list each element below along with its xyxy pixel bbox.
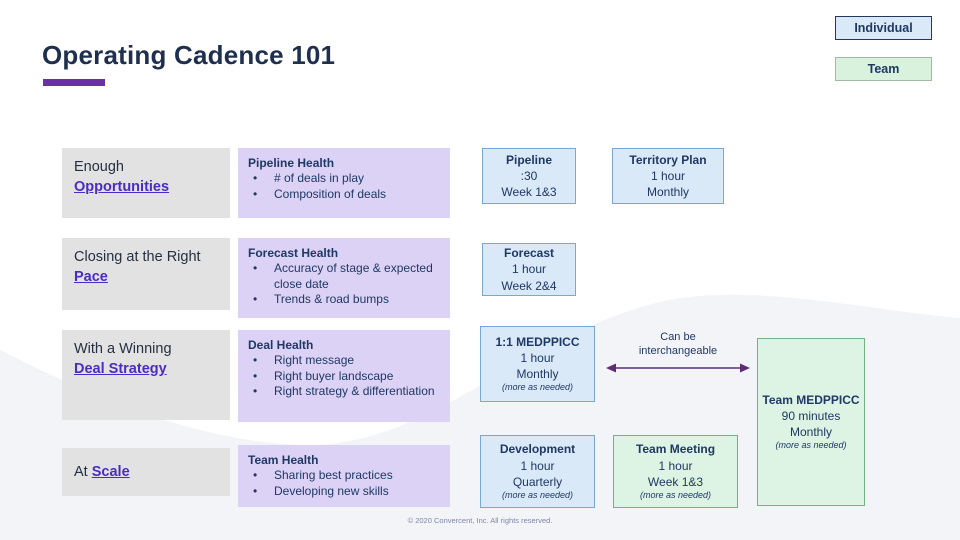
health-bullet: Sharing best practices <box>248 468 440 484</box>
meeting-box-1-1-medppicc: 1:1 MEDPPICC 1 hour Monthly (more as nee… <box>480 326 595 402</box>
goal-link-deal-strategy[interactable]: Deal Strategy <box>74 361 167 378</box>
goal-text: With a Winning <box>74 341 172 357</box>
meeting-line: :30 <box>520 168 538 183</box>
health-title: Forecast Health <box>248 246 339 260</box>
health-bullet: Right strategy & differentiation <box>248 384 440 400</box>
meeting-title: Pipeline <box>505 152 552 167</box>
meeting-title: Development <box>499 442 576 457</box>
meeting-box-forecast: Forecast 1 hour Week 2&4 <box>482 243 576 296</box>
footer-copyright: © 2020 Convercent, Inc. All rights reser… <box>407 516 553 525</box>
meeting-title: Forecast <box>503 246 555 261</box>
goal-link-scale[interactable]: Scale <box>91 463 130 480</box>
health-bullet: Right message <box>248 353 440 369</box>
meeting-note: (more as needed) <box>775 440 847 451</box>
meeting-title: Territory Plan <box>629 152 707 167</box>
interchangeable-label: Can be interchangeable <box>608 330 748 359</box>
legend-team: Team <box>835 57 932 81</box>
meeting-line: 1 hour <box>520 351 555 366</box>
meeting-box-team-meeting: Team Meeting 1 hour Week 1&3 (more as ne… <box>613 435 738 508</box>
meeting-box-team-medppicc: Team MEDPPICC 90 minutes Monthly (more a… <box>757 338 865 506</box>
meeting-title: Team MEDPPICC <box>762 392 860 407</box>
goal-text: Closing at the Right <box>74 249 201 265</box>
health-title: Deal Health <box>248 338 314 352</box>
legend-individual-label: Individual <box>854 21 913 35</box>
health-bullet: Trends & road bumps <box>248 292 440 308</box>
double-arrow-icon <box>606 363 750 373</box>
health-bullet: Composition of deals <box>248 187 440 203</box>
meeting-box-territory-plan: Territory Plan 1 hour Monthly <box>612 148 724 204</box>
meeting-line: Week 1&3 <box>501 185 557 200</box>
meeting-line: 1 hour <box>658 458 693 473</box>
goal-link-pace[interactable]: Pace <box>74 269 108 286</box>
meeting-title: Team Meeting <box>635 442 716 457</box>
legend-team-label: Team <box>867 62 900 76</box>
meeting-line: Monthly <box>646 185 690 200</box>
title-underline <box>43 79 105 86</box>
goal-link-opportunities[interactable]: Opportunities <box>74 179 170 196</box>
meeting-line: Week 1&3 <box>647 474 704 489</box>
legend-individual: Individual <box>835 16 932 40</box>
meeting-line: 1 hour <box>650 168 686 183</box>
health-bullet: Developing new skills <box>248 484 440 500</box>
interchangeable-label-line1: Can be <box>660 331 696 343</box>
health-box-team: Team Health Sharing best practices Devel… <box>238 445 450 507</box>
meeting-line: Monthly <box>516 367 559 382</box>
health-title: Team Health <box>248 453 319 467</box>
health-title: Pipeline Health <box>248 156 335 170</box>
health-bullet: # of deals in play <box>248 171 440 187</box>
interchangeable-label-line2: interchangeable <box>638 345 718 358</box>
meeting-note: (more as needed) <box>501 489 574 500</box>
meeting-line: Week 2&4 <box>501 278 557 293</box>
health-bullet: Accuracy of stage & expected close date <box>248 261 440 292</box>
meeting-box-development: Development 1 hour Quarterly (more as ne… <box>480 435 595 508</box>
meeting-line: 1 hour <box>511 262 547 277</box>
meeting-line: 1 hour <box>520 458 555 473</box>
health-box-forecast: Forecast Health Accuracy of stage & expe… <box>238 238 450 318</box>
health-box-pipeline: Pipeline Health # of deals in play Compo… <box>238 148 450 218</box>
meeting-title: 1:1 MEDPPICC <box>495 334 580 349</box>
health-bullet: Right buyer landscape <box>248 369 440 385</box>
page-title: Operating Cadence 101 <box>42 40 336 70</box>
meeting-note: (more as needed) <box>639 489 712 500</box>
meeting-line: Monthly <box>789 425 833 440</box>
meeting-note: (more as needed) <box>501 382 574 393</box>
meeting-line: Quarterly <box>512 474 563 489</box>
meeting-line: 90 minutes <box>781 409 841 424</box>
health-box-deal: Deal Health Right message Right buyer la… <box>238 330 450 422</box>
goal-text: At <box>74 463 88 480</box>
goal-text: Enough <box>74 159 124 175</box>
meeting-box-pipeline: Pipeline :30 Week 1&3 <box>482 148 576 204</box>
goal-box-scale: At Scale <box>62 448 230 496</box>
